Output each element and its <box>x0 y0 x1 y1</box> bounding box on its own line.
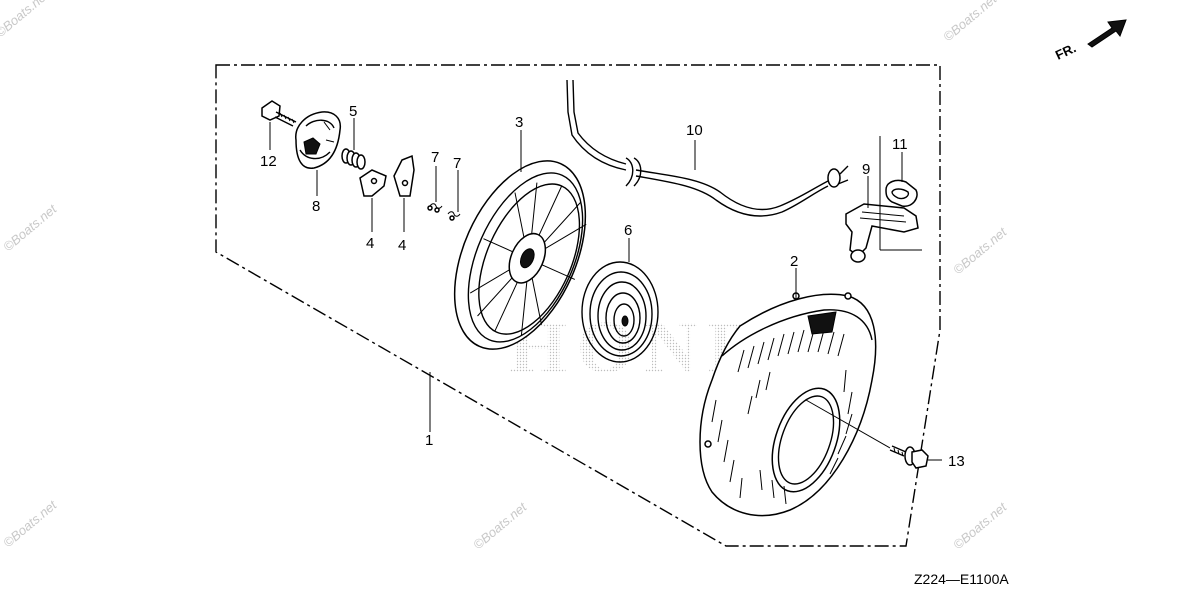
callout-7a: 7 <box>431 149 439 166</box>
callout-12: 12 <box>260 153 277 170</box>
part-12-bolt <box>261 100 297 127</box>
callout-5: 5 <box>349 103 357 120</box>
direction-label: FR. <box>1053 40 1078 62</box>
assembly-outline <box>215 64 941 547</box>
callout-2: 2 <box>790 253 798 270</box>
part-8-cam <box>295 111 342 169</box>
part-5-spring <box>341 148 366 170</box>
part-7-spring-b <box>447 211 461 221</box>
site-watermark: ©Boats.net <box>0 200 60 254</box>
site-watermark: ©Boats.net <box>0 0 52 40</box>
part-3-reel <box>453 160 587 350</box>
part-7-spring-a <box>427 203 443 213</box>
part-2-starter-case <box>699 292 877 517</box>
part-13-flange-bolt <box>889 445 929 469</box>
site-watermark: ©Boats.net <box>950 498 1010 552</box>
callout-13: 13 <box>948 453 965 470</box>
part-10-rope <box>566 79 849 217</box>
part-6-recoil-spring <box>581 261 659 363</box>
callouts: 1 2 3 4 4 5 6 7 7 8 9 10 11 12 13 <box>260 103 965 470</box>
leader-lines <box>269 118 942 461</box>
part-11-grommet <box>885 179 918 207</box>
callout-4a: 4 <box>366 235 374 252</box>
front-direction-indicator: FR. <box>1053 19 1127 63</box>
callout-9: 9 <box>862 161 870 178</box>
callout-3: 3 <box>515 114 523 131</box>
callout-8: 8 <box>312 198 320 215</box>
part-9-handle <box>845 203 919 263</box>
part-4-ratchet-a <box>359 169 387 197</box>
site-watermark: ©Boats.net <box>950 223 1010 277</box>
part-4-ratchet-b <box>393 154 415 197</box>
callout-11: 11 <box>892 136 908 153</box>
callout-7b: 7 <box>453 155 461 172</box>
site-watermark: ©Boats.net <box>940 0 1000 44</box>
site-watermark: ©Boats.net <box>470 498 530 552</box>
drawing-code: Z224—E1100A <box>914 571 1009 587</box>
callout-10: 10 <box>686 122 703 139</box>
callout-1: 1 <box>425 432 433 449</box>
callout-4b: 4 <box>398 237 406 254</box>
callout-6: 6 <box>624 222 632 239</box>
site-watermark: ©Boats.net <box>0 496 60 550</box>
arrow-icon <box>1087 19 1127 48</box>
